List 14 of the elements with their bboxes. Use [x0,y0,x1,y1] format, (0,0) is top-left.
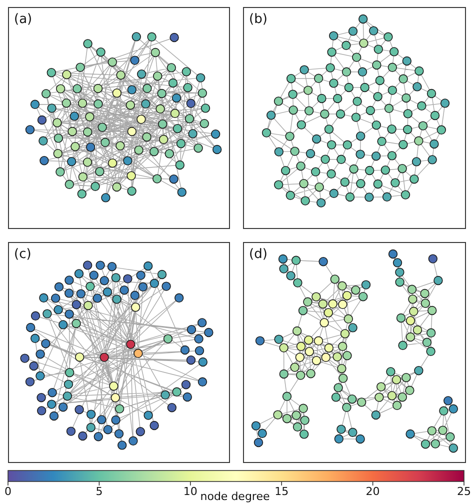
panel-label: (a) [14,12,32,27]
panel-label: (b) [249,12,268,27]
tick-label: 10 [183,485,198,498]
tick-label: 15 [274,485,289,498]
tick-label: 5 [96,485,103,498]
tick-label: 25 [457,485,471,498]
panel [8,242,230,463]
panel [8,7,230,229]
axis-title: node degree [200,490,270,503]
panel-label: (c) [14,247,32,262]
panel-label: (d) [249,247,268,262]
tick-label: 0 [4,485,12,498]
tick-label: 20 [366,485,380,498]
panel [243,7,466,229]
